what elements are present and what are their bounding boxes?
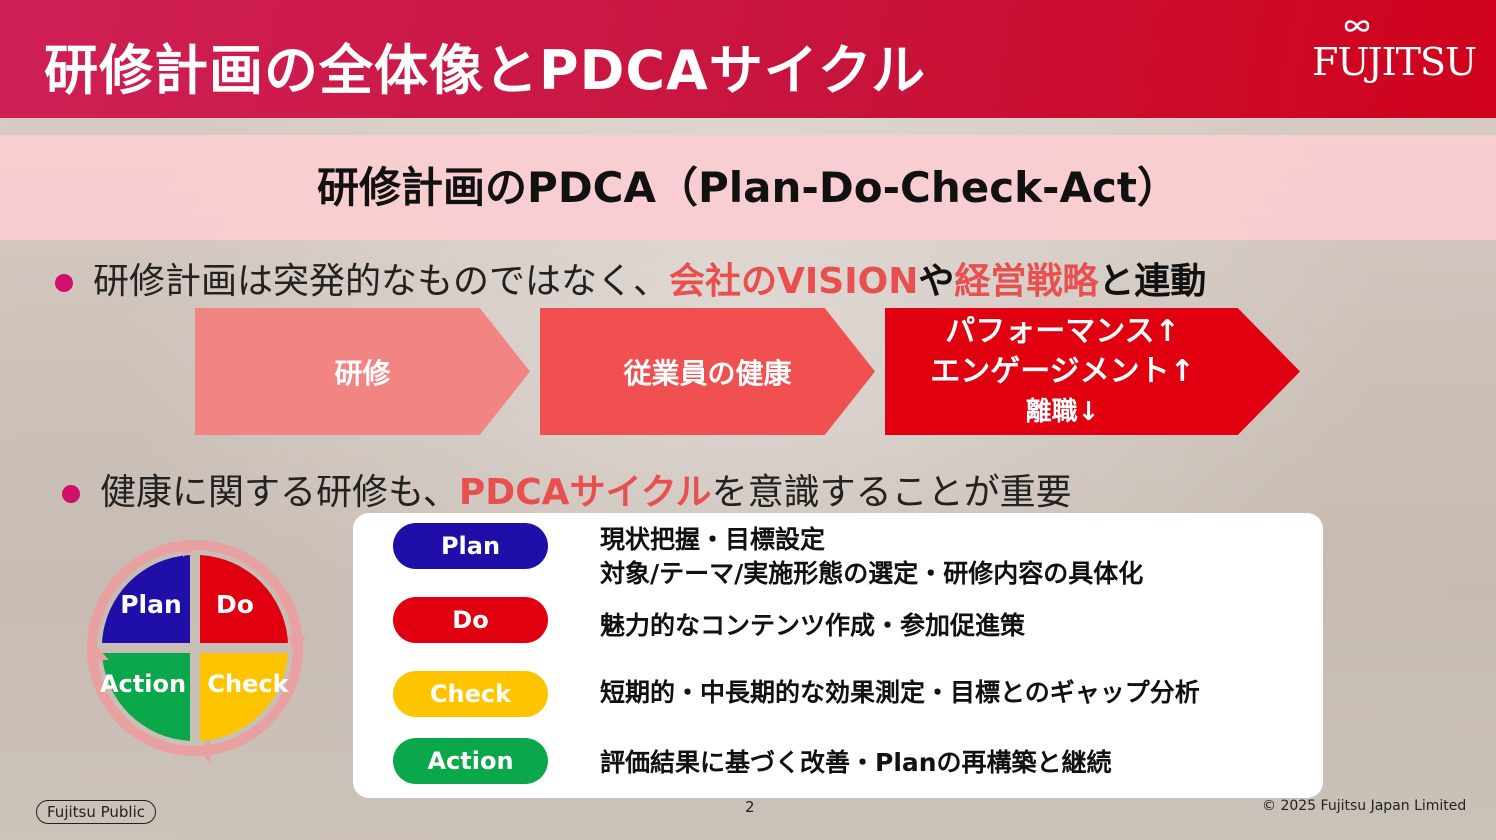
plan-description: 現状把握・目標設定対象/テーマ/実施形態の選定・研修内容の具体化 xyxy=(600,523,1143,591)
classification-badge: Fujitsu Public xyxy=(36,800,157,824)
flow-label: 従業員の健康 xyxy=(623,356,792,390)
do-pill: Do xyxy=(393,597,548,643)
flow-step-outcome: パフォーマンス↑ エンゲージメント↑ 離職↓ xyxy=(885,308,1300,435)
action-description: 評価結果に基づく改善・Planの再構築と継続 xyxy=(600,748,1112,777)
highlight-vision: 会社のVISION xyxy=(669,261,919,302)
text: 健康に関する研修も、 xyxy=(100,472,459,513)
cycle-plan-label: Plan xyxy=(120,590,182,619)
section-band: 研修計画のPDCA（Plan-Do-Check-Act） xyxy=(0,135,1496,240)
arrow-icon xyxy=(183,537,197,557)
section-title: 研修計画のPDCA（Plan-Do-Check-Act） xyxy=(317,163,1179,212)
plan-pill: Plan xyxy=(393,523,548,569)
desc-line: 対象/テーマ/実施形態の選定・研修内容の具体化 xyxy=(600,559,1144,588)
bullet-dot-icon xyxy=(55,274,73,292)
do-quadrant xyxy=(200,555,288,643)
highlight-strategy: 経営戦略 xyxy=(954,261,1099,302)
arrow-icon xyxy=(288,635,307,650)
action-pill: Action xyxy=(393,738,548,784)
pdca-detail-card: Plan 現状把握・目標設定対象/テーマ/実施形態の選定・研修内容の具体化 Do… xyxy=(353,513,1323,798)
check-pill: Check xyxy=(393,671,548,717)
fujitsu-infinity-icon xyxy=(1344,20,1370,32)
text: や xyxy=(918,261,955,302)
flow-step-training: 研修 xyxy=(195,308,530,435)
flow-label: 離職↓ xyxy=(1025,396,1100,427)
page-title: 研修計画の全体像とPDCAサイクル xyxy=(44,39,927,102)
action-quadrant xyxy=(102,653,190,741)
plan-quadrant xyxy=(102,555,190,643)
flow-label: 研修 xyxy=(334,356,391,390)
bullet-2: 健康に関する研修も、PDCAサイクルを意識することが重要 xyxy=(62,463,1072,515)
do-description: 魅力的なコンテンツ作成・参加促進策 xyxy=(600,611,1026,640)
text: 研修計画は突発的なものではなく、 xyxy=(93,261,670,302)
cycle-ring xyxy=(87,540,303,756)
bullet-1: 研修計画は突発的なものではなく、会社のVISIONや経営戦略と連動 xyxy=(55,252,1206,304)
cycle-check-label: Check xyxy=(207,670,289,698)
text: を意識することが重要 xyxy=(711,472,1072,513)
check-quadrant xyxy=(200,653,288,741)
page-number: 2 xyxy=(745,798,755,816)
cycle-action-label: Action xyxy=(100,670,186,698)
copyright: © 2025 Fujitsu Japan Limited xyxy=(1262,798,1467,814)
flow-label: パフォーマンス↑ xyxy=(945,313,1180,349)
arrow-icon xyxy=(198,740,210,763)
pdca-cycle-diagram: Plan Do Action Check xyxy=(85,537,307,763)
check-description: 短期的・中長期的な効果測定・目標とのギャップ分析 xyxy=(600,678,1200,707)
header: 研修計画の全体像とPDCAサイクル FUJITSU xyxy=(0,0,1496,118)
bullet-dot-icon xyxy=(62,485,80,503)
cycle-do-label: Do xyxy=(216,590,254,619)
text: と連動 xyxy=(1098,261,1207,302)
highlight-pdca: PDCAサイクル xyxy=(458,472,712,513)
fujitsu-logo: FUJITSU xyxy=(1312,40,1477,84)
desc-line: 現状把握・目標設定 xyxy=(600,525,826,554)
arrow-icon xyxy=(85,647,109,660)
flow-step-health: 従業員の健康 xyxy=(540,308,875,435)
flow-label: エンゲージメント↑ xyxy=(930,353,1195,389)
